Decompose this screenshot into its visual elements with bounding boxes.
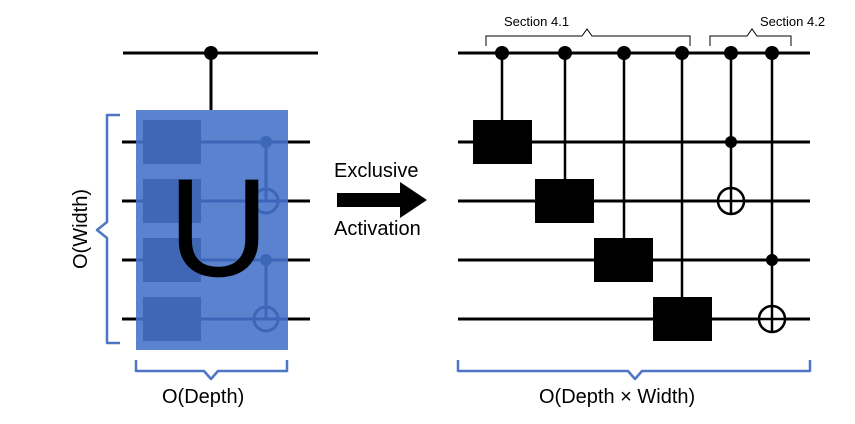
transform-arrow bbox=[337, 182, 427, 218]
depth-label: O(Depth) bbox=[162, 386, 245, 408]
inner-target-2 bbox=[252, 305, 280, 333]
inner-target-1 bbox=[252, 187, 280, 215]
right-gates bbox=[473, 120, 712, 341]
inner-gate-2 bbox=[143, 179, 201, 223]
inner-gate-4 bbox=[143, 297, 201, 341]
inner-control-dot-1 bbox=[260, 136, 272, 148]
right-control-lines bbox=[500, 53, 774, 331]
inner-circuit bbox=[136, 120, 288, 341]
controlled-gate-3 bbox=[594, 238, 653, 282]
right-control-dots bbox=[495, 46, 779, 266]
width-brace bbox=[95, 113, 120, 345]
depth-brace bbox=[134, 360, 289, 381]
left-control-dot bbox=[204, 46, 218, 60]
unitary-label: U bbox=[168, 149, 270, 306]
right-circuit bbox=[456, 28, 812, 381]
controlled-gate-1 bbox=[473, 120, 532, 164]
width-label: O(Width) bbox=[70, 189, 92, 269]
controlled-gate-4 bbox=[653, 297, 712, 341]
right-wires bbox=[458, 51, 810, 321]
depth-width-brace bbox=[456, 360, 812, 381]
section-1-brace bbox=[485, 28, 691, 46]
section-2-label: Section 4.2 bbox=[760, 14, 826, 29]
arrow-label-top: Exclusive bbox=[334, 160, 419, 182]
depth-width-label: O(Depth × Width) bbox=[539, 386, 696, 408]
section-1-label: Section 4.1 bbox=[504, 14, 570, 29]
inner-control-dot-2 bbox=[260, 254, 272, 266]
arrow-label-bottom: Activation bbox=[334, 218, 421, 240]
left-circuit bbox=[95, 46, 318, 381]
section-2-brace bbox=[709, 28, 792, 46]
left-wire-stubs bbox=[122, 140, 310, 321]
inner-gate-1 bbox=[143, 120, 201, 164]
inner-gate-3 bbox=[143, 238, 201, 282]
controlled-gate-2 bbox=[535, 179, 594, 223]
